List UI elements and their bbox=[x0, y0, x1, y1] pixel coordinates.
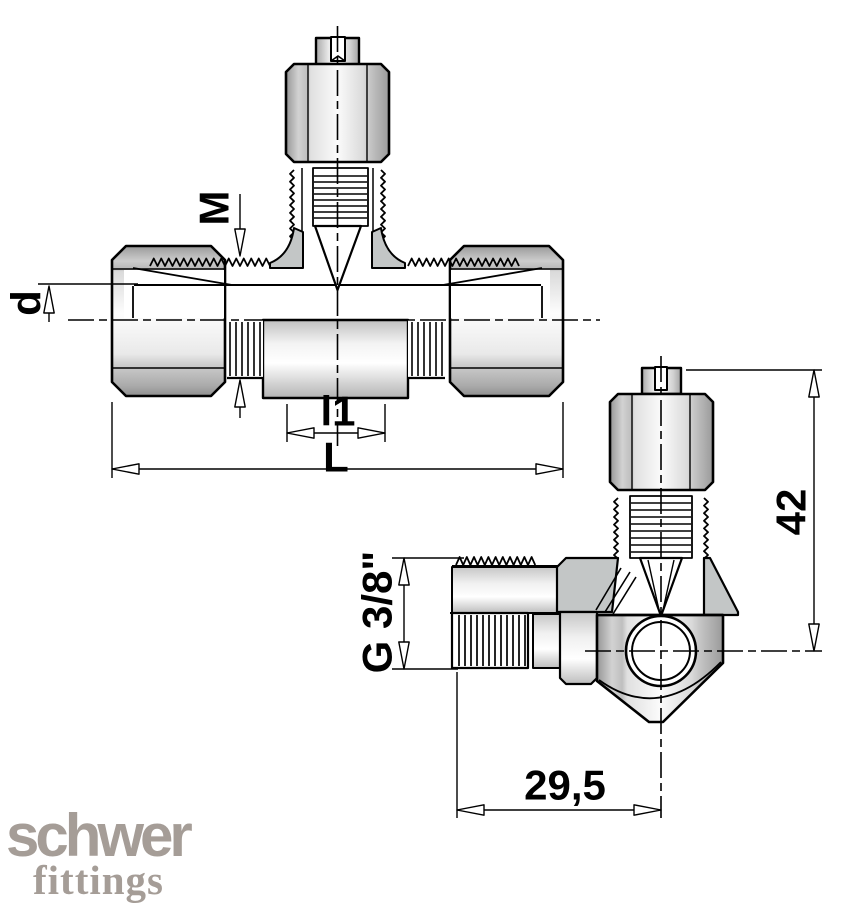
section-hatching bbox=[595, 567, 637, 615]
body-center bbox=[261, 318, 410, 400]
dim-l1: l1 bbox=[286, 388, 386, 442]
dim-label-thread-size: M bbox=[191, 191, 238, 226]
dim-g38: G 3/8" bbox=[354, 551, 464, 674]
stud-lower-threads bbox=[450, 611, 530, 670]
left-nut bbox=[110, 244, 227, 398]
front-centerlines bbox=[68, 26, 600, 446]
body-thread-left bbox=[227, 320, 263, 380]
stud-upper-half bbox=[451, 566, 561, 614]
stem-thread bbox=[289, 167, 386, 249]
dim-label-42: 42 bbox=[768, 489, 815, 536]
dim-label-295: 29,5 bbox=[524, 762, 606, 809]
dim-label-L: L bbox=[323, 434, 349, 481]
dim-295: 29,5 bbox=[456, 672, 662, 818]
dim-42: 42 bbox=[686, 369, 822, 652]
dim-label-g38: G 3/8" bbox=[354, 551, 401, 674]
stem-hex-nut bbox=[284, 62, 391, 164]
dim-M: M bbox=[191, 191, 246, 418]
stud-collar bbox=[532, 613, 561, 669]
dim-L: L bbox=[111, 402, 564, 481]
dim-label-tube-diameter: d bbox=[3, 290, 50, 316]
front-view: M d l1 L bbox=[3, 26, 600, 481]
dim-label-l1: l1 bbox=[320, 388, 355, 435]
dim-d: d bbox=[3, 283, 138, 322]
brand-logo-tagline: fittings bbox=[33, 857, 164, 903]
body-flange bbox=[558, 610, 599, 686]
body-thread-profile bbox=[149, 257, 520, 267]
side-hex-nut bbox=[608, 392, 715, 492]
stud-thread-profile bbox=[455, 556, 537, 566]
stem-base-flare bbox=[269, 227, 406, 269]
body-thread-right bbox=[408, 320, 445, 380]
cutting-ring-lines bbox=[132, 267, 543, 318]
side-centerlines bbox=[585, 356, 822, 818]
right-nut bbox=[448, 244, 565, 398]
nut-section-interior bbox=[124, 270, 550, 318]
brand-logo-name: schwer bbox=[6, 802, 193, 869]
side-view: 42 G 3/8" 29,5 bbox=[354, 356, 822, 818]
brand-logo: schwer fittings bbox=[6, 806, 266, 901]
